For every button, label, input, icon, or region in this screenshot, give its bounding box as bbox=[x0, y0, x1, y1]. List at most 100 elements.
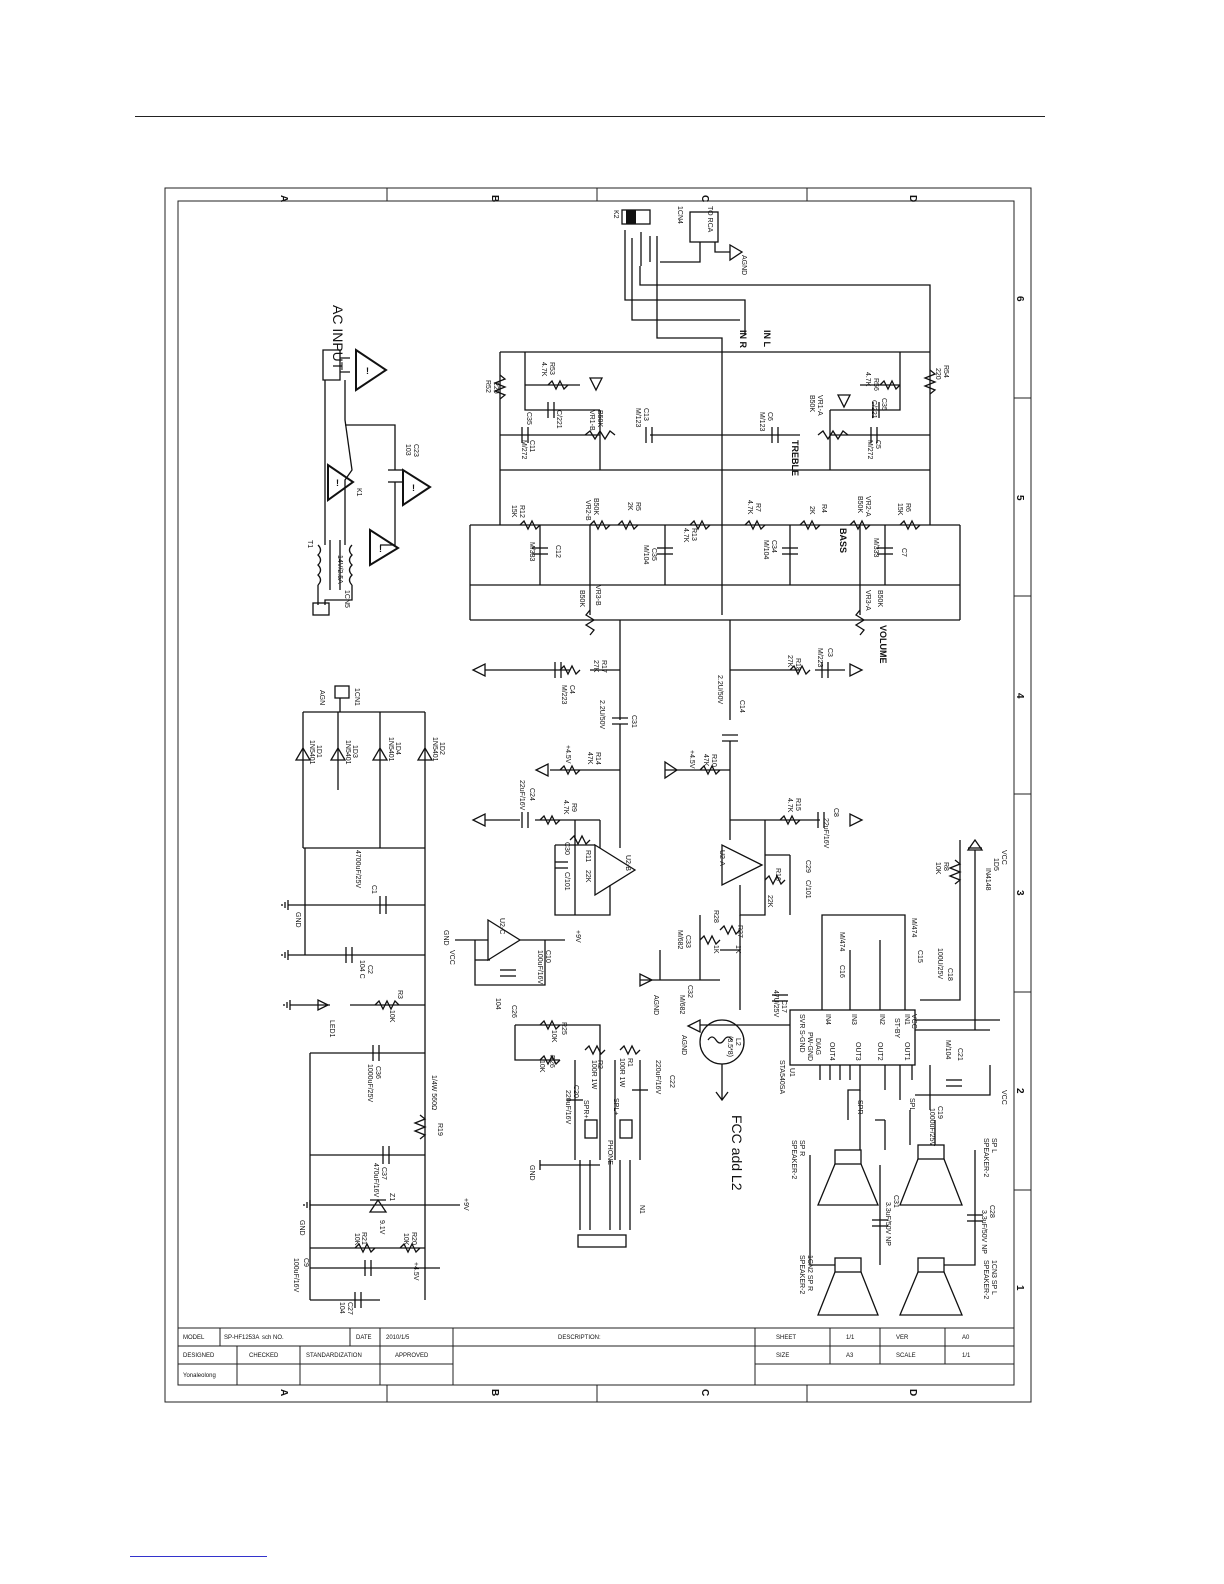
d4-part: 1N5401 bbox=[387, 737, 394, 762]
c36-value: 1000uF/25V bbox=[366, 1064, 373, 1102]
c12-ref: C12 bbox=[554, 545, 561, 558]
r28-value: 1K bbox=[712, 945, 719, 954]
grid-row-5: 5 bbox=[1014, 495, 1025, 501]
c31b-ref: C31 bbox=[892, 1195, 899, 1208]
pin-vcc: VCC bbox=[910, 1014, 917, 1029]
speaker-icon bbox=[817, 1257, 879, 1316]
c34-ref: C34 bbox=[770, 540, 777, 553]
c37-value: 470uF/16V bbox=[372, 1163, 379, 1198]
pin-svr: SVR bbox=[798, 1014, 805, 1028]
vr3a-ref: VR3-A bbox=[864, 590, 871, 611]
c35b-value: C/221 bbox=[870, 400, 877, 419]
c17-value: 47U/25V bbox=[772, 990, 779, 1018]
c33-ref: C33 bbox=[684, 935, 691, 948]
c18-ref: C18 bbox=[946, 968, 953, 981]
c26-ref: C26 bbox=[510, 1005, 517, 1018]
c37-ref: C37 bbox=[380, 1167, 387, 1180]
d3-ref: 1D3 bbox=[351, 745, 358, 758]
pin-diag: DIAG bbox=[814, 1038, 821, 1055]
plus45v-a: +4.5V bbox=[564, 745, 571, 764]
c1-value: 4700uF/25V bbox=[354, 850, 361, 888]
r18-value: 27K bbox=[786, 655, 793, 668]
gnd-symbol bbox=[283, 1000, 291, 1010]
r25-ref: R25 bbox=[560, 1022, 567, 1035]
c35a-value: C/221 bbox=[555, 410, 562, 429]
c29-ref: C29 bbox=[804, 860, 811, 873]
c27-value: 104 bbox=[338, 1302, 345, 1314]
c16-ref: C16 bbox=[838, 965, 845, 978]
warning-icon: ! bbox=[369, 528, 400, 567]
tb-sch-label: sch NO. bbox=[262, 1335, 284, 1341]
c35a-ref: C35 bbox=[525, 412, 532, 425]
tb-sheet-value: 1/1 bbox=[846, 1335, 855, 1341]
l2-value: (3.5*8) bbox=[726, 1036, 733, 1057]
r17-ref: R17 bbox=[600, 660, 607, 673]
r27-value: 1K bbox=[734, 945, 741, 954]
r1-ref: R1 bbox=[626, 1058, 633, 1067]
r7-ref: R7 bbox=[754, 503, 761, 512]
c32-ref: C32 bbox=[686, 985, 693, 998]
z1-ref: Z1 bbox=[388, 1193, 395, 1201]
r28-ref: R28 bbox=[712, 910, 719, 923]
jack-to: TO RCA bbox=[706, 206, 713, 233]
r7-value: 4.7K bbox=[746, 500, 753, 515]
tb-sheet-label: SHEET bbox=[776, 1335, 796, 1341]
in-l-label: IN L bbox=[762, 330, 772, 348]
r56-value: 4.7K bbox=[864, 372, 871, 387]
r25-value: 10K bbox=[550, 1030, 557, 1043]
c14-ref: C14 bbox=[738, 700, 745, 713]
r2-ref: R2 bbox=[596, 1060, 603, 1069]
fcc-note: FCC add L2 bbox=[729, 1115, 745, 1191]
pin-stby: ST-BY bbox=[893, 1018, 900, 1039]
tb-model-label: MODEL bbox=[183, 1335, 205, 1341]
c2-ref: C2 bbox=[366, 965, 373, 974]
c5-value: M/272 bbox=[866, 440, 873, 460]
vr1b-ref: VR1-B bbox=[588, 410, 595, 431]
c20-ref: C20 bbox=[572, 1085, 579, 1098]
grid-col-b-bottom: B bbox=[489, 1389, 500, 1396]
r9-value: 4.7K bbox=[562, 800, 569, 815]
r3-value: 10K bbox=[388, 1010, 395, 1023]
spr-plus: SPR+ bbox=[582, 1100, 589, 1118]
c10-ref: C10 bbox=[544, 950, 551, 963]
r5-ref: R5 bbox=[634, 502, 641, 511]
c28-value: 3.3uF/50V NP bbox=[980, 1210, 987, 1254]
svg-text:!: ! bbox=[336, 478, 339, 488]
c7-ref: C7 bbox=[900, 548, 907, 557]
c5-ref: C5 bbox=[874, 440, 881, 449]
bass-label: BASS bbox=[838, 528, 848, 553]
speaker-icon bbox=[899, 1257, 963, 1316]
r27-ref: R27 bbox=[736, 925, 743, 938]
rectifier-wiring bbox=[288, 685, 460, 1308]
volume-label: VOLUME bbox=[878, 625, 888, 664]
r20-ref: R20 bbox=[410, 1232, 417, 1245]
c8-ref: C8 bbox=[832, 808, 839, 817]
cn1-label: 1CN1 bbox=[353, 688, 360, 706]
r10-ref: R10 bbox=[710, 754, 717, 767]
r8-ref: R8 bbox=[942, 862, 949, 871]
tb-designer-name: Yonaleolong bbox=[183, 1373, 216, 1379]
r17-value: 27K bbox=[592, 660, 599, 673]
c30-ref: C30 bbox=[563, 842, 570, 855]
r13-ref: R13 bbox=[690, 528, 697, 541]
c11-ref: C11 bbox=[528, 440, 535, 452]
c33-value: M/682 bbox=[676, 930, 683, 950]
vr2a-value: B50K bbox=[856, 496, 863, 513]
spl-plus: SPL+ bbox=[612, 1098, 619, 1115]
tb-description-label: DESCRIPTION: bbox=[558, 1335, 601, 1341]
c13-ref: C13 bbox=[642, 408, 649, 421]
c30-value: C/101 bbox=[563, 872, 570, 891]
c26-value: 104 bbox=[494, 998, 501, 1010]
speaker-spr-ref: SP R bbox=[798, 1140, 805, 1156]
r53-ref: R53 bbox=[548, 362, 555, 375]
u2c-wiring bbox=[455, 918, 565, 986]
speaker-cn3-ref: 1CN3 SP L bbox=[990, 1260, 997, 1295]
tb-scale-value: 1/1 bbox=[962, 1353, 971, 1359]
r16-ref: R16 bbox=[774, 868, 781, 881]
r18-ref: R18 bbox=[794, 658, 801, 671]
jack-agnd: AGND bbox=[740, 255, 747, 275]
r21-value: 10K bbox=[353, 1233, 360, 1246]
grid-col-b-top: B bbox=[489, 195, 500, 202]
c15-ref: C15 bbox=[916, 950, 923, 963]
